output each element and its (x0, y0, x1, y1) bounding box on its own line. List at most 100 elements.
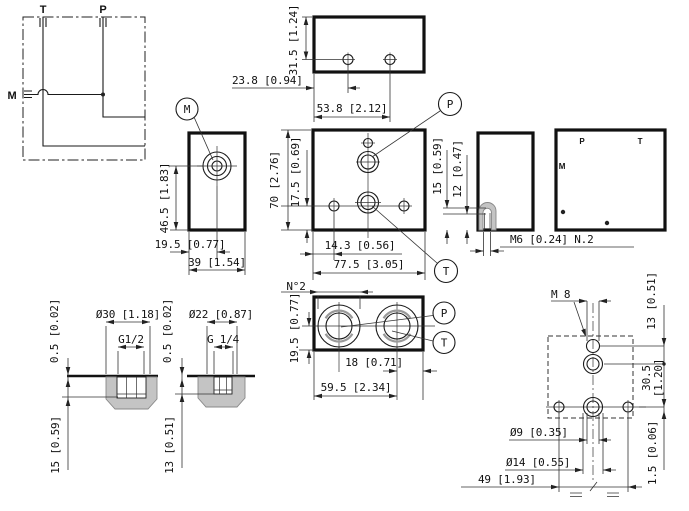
t-line (42, 17, 145, 147)
dim-slot-center: 12 [0.47] (451, 140, 464, 198)
back-port-m-label: M (559, 162, 566, 171)
dimension-lines (232, 16, 391, 122)
dim-slot-top: 15 [0.59] (431, 137, 444, 195)
dimension-lines (281, 129, 426, 280)
dim-mount-offset: 1.5 [0.06] (646, 421, 659, 485)
port-connection-ticks (24, 18, 107, 99)
m6-hole-dot (560, 209, 566, 215)
cbore-hole-outer (582, 353, 604, 375)
dim-qty: N°2 (286, 280, 305, 293)
side-view-right: 15 [0.59] 12 [0.47] M6 [0.24] N.2 (431, 131, 634, 256)
dimension-lines (461, 298, 667, 497)
thread-lines (117, 377, 146, 398)
cbore-hole-inner (586, 400, 600, 414)
dim-front-width: 77.5 [3.05] (334, 258, 405, 271)
top-view: 31.5 [1.24] 23.8 [0.94] 53.8 [2.12] (232, 5, 426, 122)
side-view-m: M 46.5 [1.83] 19.5 [0.77] 39 [1.54] (155, 97, 247, 275)
dimension-lines (443, 150, 634, 256)
dimension-lines (170, 165, 246, 275)
balloon-m-label: M (184, 103, 191, 116)
dim-front-hole-x: 14.3 [0.56] (325, 239, 396, 252)
dim-mount-mid-inch: [1.20] (652, 359, 665, 398)
cbore-hole-inner (586, 357, 600, 371)
top-view-outline (312, 15, 426, 74)
back-port-p-label: P (579, 137, 585, 146)
t-port-thread-arcs (382, 309, 412, 343)
t-port-counterbore (375, 304, 419, 348)
dim-mount-mid-value: 30.5 (640, 365, 653, 391)
schematic-port-t-label: T (40, 4, 47, 16)
p-port-counterbore (317, 304, 361, 348)
dimension-lines (281, 289, 437, 400)
m-line (24, 89, 103, 96)
back-view-outline (554, 128, 667, 232)
dim-g12-thread: G1/2 (118, 333, 144, 346)
dim-g12-counterbore-depth: 0.5 [0.02] (48, 299, 61, 363)
dim-side-horizontal: 19.5 [0.77] (155, 238, 226, 251)
balloon-p (437, 91, 463, 117)
dim-hole-dia: Ø9 [0.35] (510, 426, 568, 439)
dimension-lines (62, 319, 151, 470)
dim-m6-thread: M6 [0.24] N.2 (510, 233, 594, 246)
dim-g14-thread: G 1/4 (207, 333, 240, 346)
balloon-m (175, 97, 199, 121)
dimension-lines (175, 319, 238, 468)
thread-lines (214, 377, 232, 394)
centerlines (281, 133, 412, 238)
centerlines (197, 146, 237, 186)
p-port-thread-arcs (324, 309, 354, 343)
dim-port-y: 19.5 [0.77] (288, 293, 301, 364)
balloon-p-label: P (447, 98, 454, 111)
balloon-leader (193, 116, 214, 161)
balloon-t (432, 330, 456, 355)
dim-m8-thread: M 8 (551, 288, 570, 301)
balloon-t-leader (391, 330, 434, 342)
schematic-boundary (22, 16, 146, 161)
dim-g14-depth: 13 [0.51] (163, 416, 176, 474)
dim-front-height: 70 [2.76] (268, 151, 281, 209)
hole-centermarks (333, 198, 405, 214)
front-view: P T 70 [2.76] 17.5 [0.69] 14.3 [0.56] 77… (268, 91, 463, 284)
schematic-port-m-label: M (8, 90, 17, 102)
dim-g14-counterbore-dia: Ø22 [0.87] (189, 308, 253, 321)
balloon-p-leader (340, 315, 434, 328)
port-detail-g12: Ø30 [1.18] G1/2 0.5 [0.02] 15 [0.59] (48, 299, 160, 474)
thread-hole (116, 376, 147, 399)
side-view-right-outline (476, 131, 535, 232)
balloon-p-label: P (441, 307, 448, 320)
dim-top-hole2: 53.8 [2.12] (317, 102, 388, 115)
junction-dot (101, 92, 105, 97)
schematic-port-p-label: P (99, 4, 106, 16)
dim-span: 49 [1.93] (478, 473, 536, 486)
hydraulic-schematic: T P M (8, 4, 146, 161)
port-detail-g14: Ø22 [0.87] G 1/4 0.5 [0.02] 13 [0.51] (161, 299, 255, 474)
back-view: P T M (554, 128, 667, 232)
m8-hole (585, 338, 601, 354)
thread-hole (213, 376, 233, 395)
balloon-t-leader (371, 205, 438, 264)
centerlines (302, 302, 435, 400)
t-port-hole (383, 312, 411, 340)
front-view-outline (311, 128, 427, 232)
cbore-hole-outer (582, 396, 604, 418)
bottom-view-outline (312, 295, 425, 352)
balloon-p (432, 301, 456, 325)
balloon-t-label: T (443, 265, 450, 278)
dim-front-hole-height: 17.5 [0.69] (289, 137, 302, 208)
dim-g14-counterbore-depth: 0.5 [0.02] (161, 299, 174, 363)
mounting-pattern: M 8 13 [0.51] 30.5 [1.20] 1.5 [0.06] Ø9 … (461, 272, 667, 497)
dim-side-vertical: 46.5 [1.83] (158, 163, 171, 234)
balloon-t (433, 258, 459, 284)
mounting-boundary (547, 335, 634, 419)
m6-slot-section (478, 202, 497, 231)
balloon-p-leader (371, 110, 441, 158)
dim-side-width: 39 [1.54] (188, 256, 246, 269)
dim-top-height: 31.5 [1.24] (287, 5, 300, 76)
dim-port-span: 59.5 [2.34] (321, 381, 392, 394)
dim-g12-counterbore-dia: Ø30 [1.18] (96, 308, 160, 321)
hole-centermarks (558, 400, 629, 414)
m6-thread-lines (484, 213, 491, 230)
hole-centermarks (341, 52, 397, 67)
